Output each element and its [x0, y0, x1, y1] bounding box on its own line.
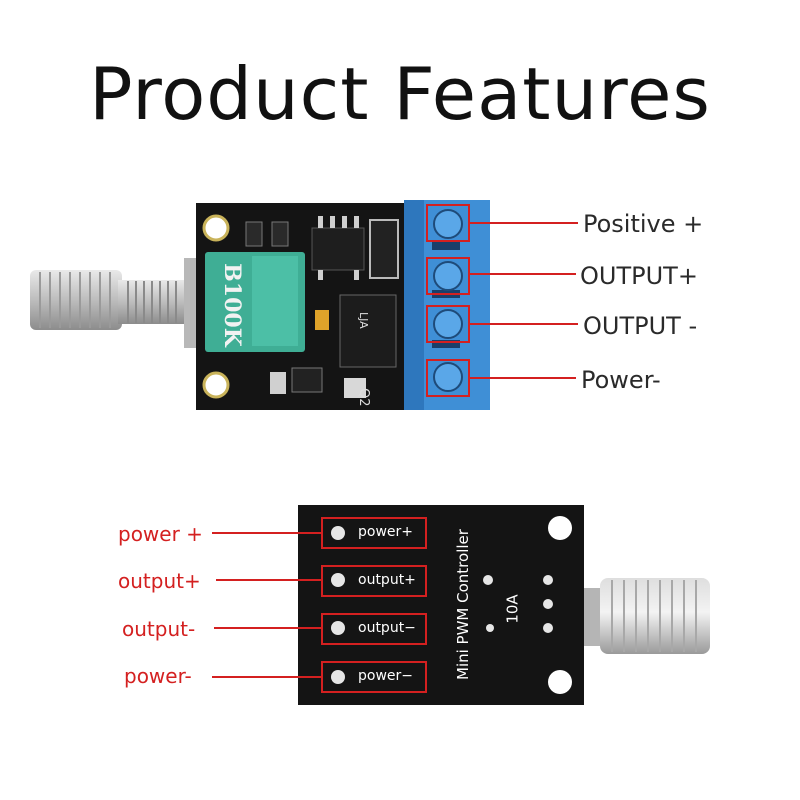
- label-output-plus: output+: [118, 569, 201, 593]
- callout-box: [426, 257, 470, 295]
- top-board: LJA Q2: [30, 200, 578, 410]
- smd-component: [270, 372, 286, 394]
- mount-hole: [202, 214, 230, 242]
- pad-output-positive: output+: [358, 572, 416, 588]
- mosfet: [339, 294, 397, 368]
- page-title: Product Features: [89, 52, 711, 136]
- mount-hole: [202, 371, 230, 399]
- potentiometer-label: B100K: [218, 263, 245, 347]
- label-output-positive: OUTPUT+: [580, 262, 698, 290]
- rating-label: 10A: [503, 594, 522, 624]
- bottom-board: [212, 505, 710, 705]
- q-label: Q2: [356, 388, 371, 407]
- label-power-negative: Power-: [581, 366, 661, 394]
- terminal-screw: [433, 209, 463, 239]
- potentiometer-shaft: [30, 258, 198, 348]
- pad-power-positive: power+: [358, 524, 414, 540]
- terminal-screw: [433, 261, 463, 291]
- ic-small: [291, 367, 323, 393]
- potentiometer-shaft-bottom: [578, 578, 710, 654]
- bottom-pcb: [298, 505, 584, 705]
- label-output-minus: output-: [122, 617, 196, 641]
- terminal-screws: [433, 209, 463, 392]
- label-output-negative: OUTPUT -: [583, 312, 698, 340]
- pad: [344, 378, 366, 398]
- terminal-screw: [433, 309, 463, 339]
- chip: [311, 227, 365, 271]
- label-power-plus: power +: [118, 522, 203, 546]
- chip-label: LJA: [357, 312, 370, 329]
- label-positive: Positive +: [583, 210, 704, 238]
- diode: [369, 219, 399, 279]
- silkscreen-title: Mini PWM Controller: [454, 529, 472, 680]
- smd-component: [271, 221, 289, 247]
- label-power-minus: power-: [124, 664, 192, 688]
- pad-power-negative: power−: [358, 668, 414, 684]
- smd-component: [315, 310, 329, 330]
- mount-hole: [548, 670, 572, 694]
- pad-output-negative: output−: [358, 620, 416, 636]
- smd-component: [245, 221, 263, 247]
- terminal-screw: [433, 362, 463, 392]
- mount-hole: [548, 516, 572, 540]
